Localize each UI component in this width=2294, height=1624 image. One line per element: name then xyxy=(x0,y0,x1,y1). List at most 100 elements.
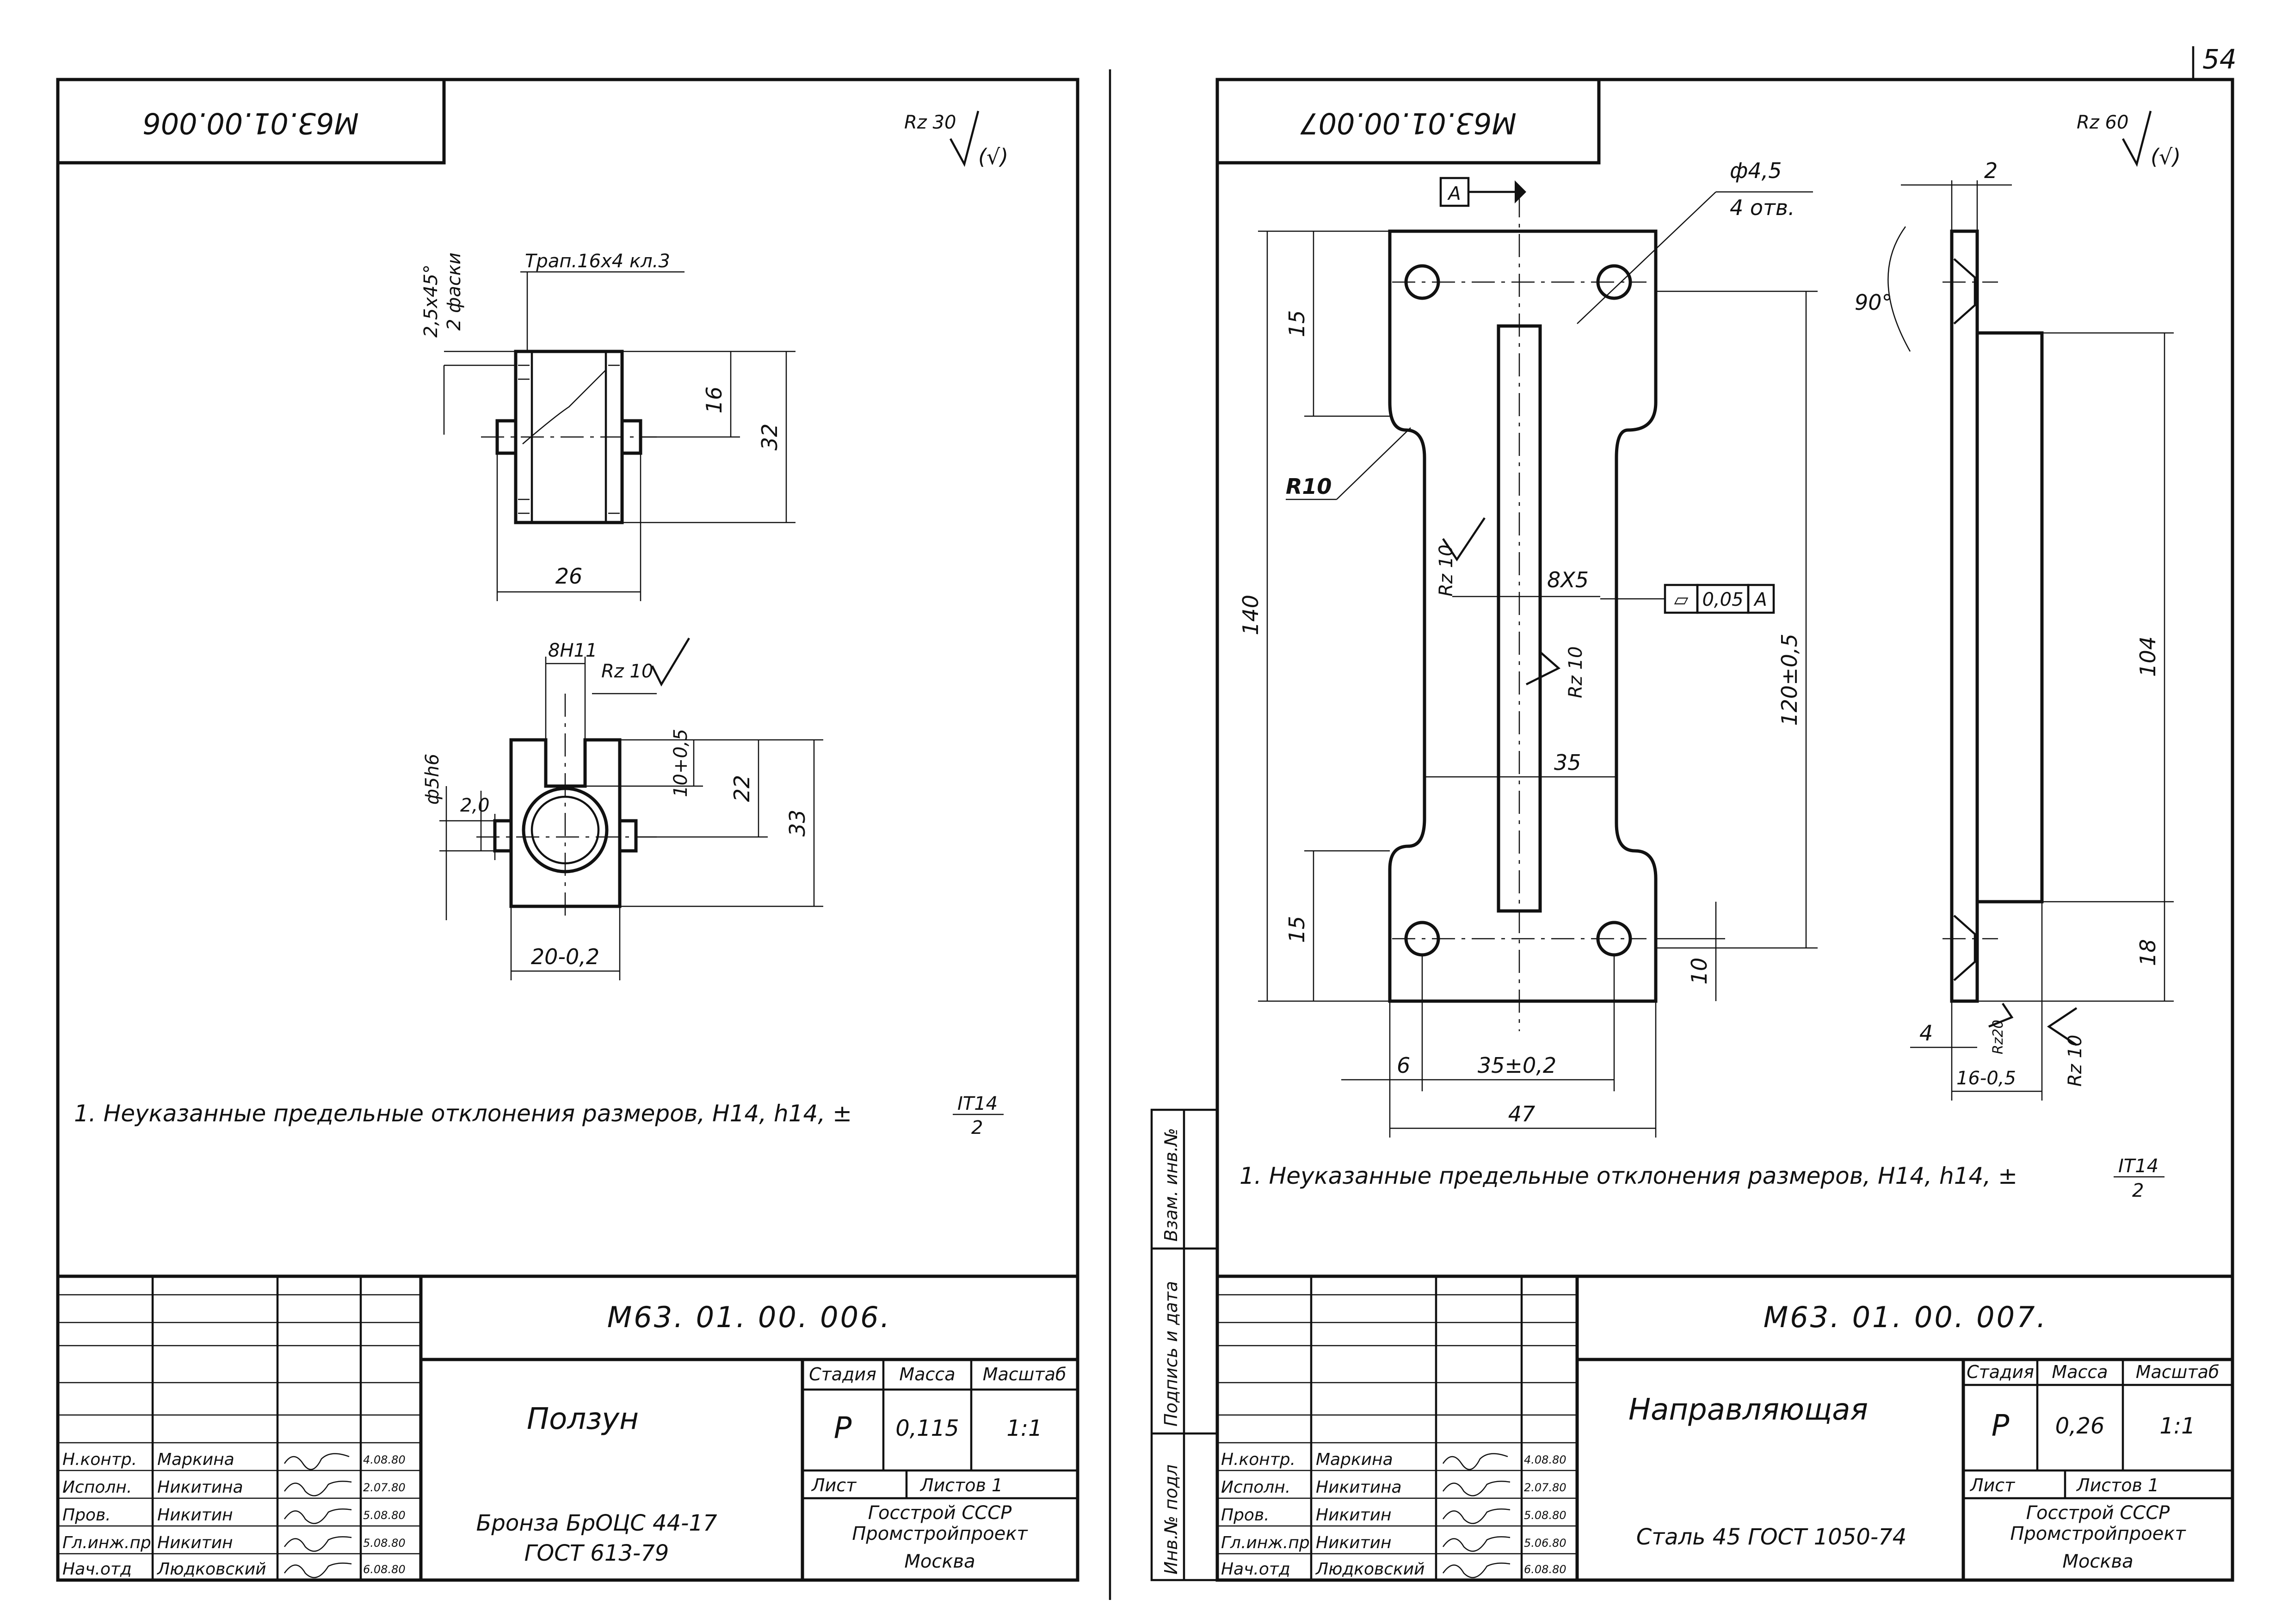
right-part-name: Направляющая xyxy=(1628,1393,1868,1427)
right-holes-1: ф4,5 xyxy=(1730,158,1782,183)
right-stage: Р xyxy=(1992,1409,2010,1443)
left-signature-1 xyxy=(284,1481,352,1496)
right-role-1: Исполн. xyxy=(1221,1478,1290,1497)
right-role-4: Нач.отд xyxy=(1221,1560,1290,1579)
left-material1: Бронза БрОЦС 44-17 xyxy=(476,1510,717,1536)
left-signature-4 xyxy=(284,1562,352,1578)
left-date-3: 5.08.80 xyxy=(363,1537,406,1550)
right-signature-1 xyxy=(1442,1481,1511,1496)
right-dim-120: 120±0,5 xyxy=(1777,634,1802,726)
right-sheet-label: Лист xyxy=(1969,1475,2016,1495)
right-note-num: IT14 xyxy=(2118,1156,2158,1177)
right-dim-35b: 35±0,2 xyxy=(1478,1053,1556,1078)
left-name-4: Людковский xyxy=(156,1560,266,1579)
left-frame xyxy=(56,78,1079,1582)
left-designation: М63. 01. 00. 006. xyxy=(607,1300,891,1334)
left-scale-label: Масштаб xyxy=(983,1364,1067,1384)
left-section-view: 2,5х45° 2 фаски Трап.16х4 кл.3 16 32 26 xyxy=(420,251,796,601)
right-signature-2 xyxy=(1442,1508,1511,1524)
right-frame xyxy=(1215,78,2234,1582)
left-thread-label: Трап.16х4 кл.3 xyxy=(525,251,670,272)
right-designation: М63. 01. 00. 007. xyxy=(1764,1300,2047,1334)
left-part-name: Ползун xyxy=(527,1402,639,1436)
left-name-0: Маркина xyxy=(157,1450,234,1469)
left-signature-3 xyxy=(284,1536,352,1552)
left-roughness-paren: (√) xyxy=(978,144,1008,169)
right-date-4: 6.08.80 xyxy=(1524,1563,1566,1576)
left-panel: М63.01.00.006 Rz 30 (√) 2,5х45° 2 фаски xyxy=(56,78,1079,1582)
left-chamfer-2: 2 фаски xyxy=(444,252,465,331)
page-number: 54 xyxy=(2202,43,2237,75)
right-scale-label: Масштаб xyxy=(2136,1362,2220,1382)
left-dim-32: 32 xyxy=(757,424,782,451)
right-role-2: Пров. xyxy=(1221,1506,1270,1525)
right-side-104: 104 xyxy=(2135,636,2160,677)
left-date-2: 5.08.80 xyxy=(363,1509,406,1522)
left-roughness: Rz 30 xyxy=(904,112,956,133)
left-stage: Р xyxy=(834,1411,852,1446)
left-name-3: Никитин xyxy=(157,1533,233,1552)
right-dim-15b: 15 xyxy=(1284,916,1309,943)
left-role-2: Пров. xyxy=(62,1506,111,1525)
stamp-inv: Инв.№ подл xyxy=(1161,1464,1181,1575)
left-note-num: IT14 xyxy=(957,1093,998,1114)
right-side-view: 2 90° 104 18 4 16-0,5 Rz20 Rz 10 xyxy=(1855,158,2174,1101)
right-flat-sym: ⏥ xyxy=(1674,589,1689,610)
left-rz10: Rz 10 xyxy=(601,661,653,682)
left-org3: Москва xyxy=(904,1551,975,1572)
left-sheet-label: Лист xyxy=(811,1475,857,1495)
left-dim-2: 2,0 xyxy=(460,795,490,816)
right-org2: Промстройпроект xyxy=(2010,1523,2186,1544)
left-dim-pin: ф5h6 xyxy=(422,754,443,805)
stamp-sign: Подпись и дата xyxy=(1161,1281,1181,1427)
right-name-2: Никитин xyxy=(1316,1506,1392,1525)
right-roughness-check-icon xyxy=(2122,111,2152,167)
right-role-3: Гл.инж.пр xyxy=(1221,1533,1310,1552)
left-signature-0 xyxy=(284,1453,350,1470)
left-scale: 1:1 xyxy=(1006,1415,1042,1441)
left-stage-label: Стадия xyxy=(809,1364,876,1384)
right-material: Сталь 45 ГОСТ 1050-74 xyxy=(1636,1524,1907,1550)
right-side-2: 2 xyxy=(1984,158,1998,183)
right-title-block: М63. 01. 00. 007. Направляющая Стадия Ма… xyxy=(1217,1274,2232,1580)
left-role-0: Н.контр. xyxy=(62,1450,137,1469)
right-roughness-paren: (√) xyxy=(2151,144,2181,169)
left-sheets-label: Листов 1 xyxy=(919,1475,1003,1495)
right-dim-35: 35 xyxy=(1554,750,1581,775)
right-r10: R10 xyxy=(1286,474,1332,499)
right-stamp-strip: Инв.№ подл Подпись и дата Взам. инв.№ xyxy=(1150,1108,1219,1581)
right-rz10b: Rz 10 xyxy=(1565,646,1586,698)
left-mass: 0,115 xyxy=(895,1415,959,1441)
right-side-90: 90° xyxy=(1855,290,1893,315)
left-date-1: 2.07.80 xyxy=(363,1481,406,1494)
left-org1: Госстрой СССР xyxy=(868,1502,1012,1524)
right-dim-6: 6 xyxy=(1397,1053,1410,1078)
right-dim-15a: 15 xyxy=(1284,310,1309,338)
right-plate-view: А ф4,5 4 отв. 15 140 15 R10 Rz 1 xyxy=(1238,158,1818,1138)
right-datum-a: А xyxy=(1447,183,1461,204)
right-tab xyxy=(1215,78,1601,165)
right-side-18: 18 xyxy=(2135,939,2160,966)
right-name-4: Людковский xyxy=(1315,1560,1425,1579)
left-date-0: 4.08.80 xyxy=(363,1453,406,1466)
right-name-3: Никитин xyxy=(1316,1533,1392,1552)
left-tab-designation: М63.01.00.006 xyxy=(142,106,359,140)
right-sheets-label: Листов 1 xyxy=(2076,1475,2159,1495)
left-name-1: Никитина xyxy=(157,1478,243,1497)
right-date-3: 5.06.80 xyxy=(1524,1537,1566,1550)
left-name-2: Никитин xyxy=(157,1506,233,1525)
right-mass-label: Масса xyxy=(2052,1362,2108,1382)
right-flat-val: 0,05 xyxy=(1702,589,1743,610)
left-dim-10: 10+0,5 xyxy=(670,729,691,797)
left-dim-16: 16 xyxy=(702,387,727,414)
left-title-block: М63. 01. 00. 006. Ползун Стадия Масса Ма… xyxy=(58,1274,1078,1580)
right-note-den: 2 xyxy=(2132,1180,2144,1201)
left-material2: ГОСТ 613-79 xyxy=(524,1540,669,1566)
left-front-view: 8H11 Rz 10 10+0,5 22 33 ф5h6 2,0 xyxy=(422,637,823,980)
right-side-4: 4 xyxy=(1919,1021,1933,1046)
left-role-4: Нач.отд xyxy=(62,1560,132,1579)
left-date-4: 6.08.80 xyxy=(363,1563,406,1576)
right-flat-ref: А xyxy=(1753,589,1767,610)
left-note: 1. Неуказанные предельные отклонения раз… xyxy=(74,1100,852,1127)
right-signature-3 xyxy=(1442,1536,1511,1552)
